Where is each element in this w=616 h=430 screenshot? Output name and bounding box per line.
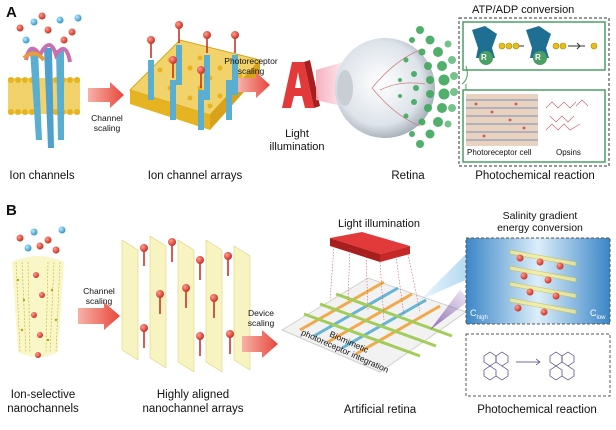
channel-scaling-label-b: Channel scaling (76, 286, 122, 306)
salinity-gradient-title: Salinity gradient energy conversion (490, 210, 590, 234)
photochemical-box-a (458, 17, 610, 167)
channel-scaling-b-line1: Channel (83, 286, 115, 296)
channel-scaling-arrow-b (78, 302, 120, 330)
device-scaling-label: Device scaling (240, 308, 282, 328)
ribose-label-2: R (535, 53, 541, 62)
device-scaling-line2: scaling (247, 318, 275, 328)
light-illumination-a-line2: illumination (269, 141, 325, 153)
c-low-subscript: low (596, 314, 606, 321)
aligned-nanochannel-arrays-illustration (121, 235, 251, 373)
c-high-symbol: C (470, 308, 477, 318)
caption-retina: Retina (391, 170, 425, 182)
caption-ion-channels: Ion channels (9, 170, 75, 182)
c-high-label: Chigh (470, 308, 488, 321)
channel-scaling-a-line1: Channel (91, 113, 123, 123)
ion-channels-illustration (8, 12, 82, 148)
ion-selective-nanochannel-illustration (12, 226, 66, 358)
salinity-gradient-box (465, 237, 611, 325)
photoreceptor-scaling-line2: scaling (237, 66, 265, 76)
caption-aligned-line1: Highly aligned (156, 389, 230, 401)
caption-ion-selective-line1: Ion-selective (10, 389, 76, 401)
caption-aligned-line2: nanochannel arrays (142, 403, 244, 415)
atp-adp-title: ATP/ADP conversion (472, 4, 575, 16)
photoreceptor-scaling-arrow (238, 72, 270, 98)
caption-aligned-arrays: Highly aligned nanochannel arrays (128, 388, 258, 416)
salinity-line1: Salinity gradient (502, 210, 578, 222)
salinity-line2: energy conversion (497, 222, 583, 234)
c-low-label: Clow (590, 308, 606, 321)
ribose-label-1: R (481, 53, 487, 62)
light-illumination-a-line1: Light (285, 128, 309, 140)
caption-ion-channel-arrays: Ion channel arrays (147, 170, 243, 182)
light-illumination-label-a: Light illumination (262, 128, 332, 154)
eye-retina-illustration (335, 26, 458, 148)
channel-scaling-arrow-a (88, 82, 124, 108)
c-low-symbol: C (590, 308, 597, 318)
caption-ion-selective-line2: nanochannels (7, 403, 79, 415)
device-scaling-arrow (242, 330, 278, 358)
photoreceptor-scaling-line1: Photoreceptor (224, 56, 278, 66)
ion-channel-arrays-illustration (129, 21, 261, 130)
caption-photochemical-b: Photochemical reaction (477, 404, 597, 416)
caption-photochemical-a: Photochemical reaction (475, 170, 595, 182)
caption-artificial-retina: Artificial retina (343, 404, 417, 416)
light-illumination-label-b: Light illumination (338, 218, 420, 230)
channel-scaling-b-line2: scaling (85, 296, 113, 306)
photoreceptor-cell-label: Photoreceptor cell (467, 148, 532, 157)
panel-letter-a: A (6, 4, 17, 21)
opsins-label: Opsins (556, 148, 581, 157)
caption-ion-selective: Ion-selective nanochannels (0, 388, 86, 416)
panel-letter-b: B (6, 202, 17, 219)
channel-scaling-label-a: Channel scaling (86, 113, 128, 133)
device-scaling-line1: Device (248, 308, 274, 318)
c-high-subscript: high (476, 314, 488, 321)
photoreceptor-scaling-label: Photoreceptor scaling (216, 56, 286, 76)
photochemical-box-b (465, 333, 611, 397)
channel-scaling-a-line2: scaling (93, 123, 121, 133)
